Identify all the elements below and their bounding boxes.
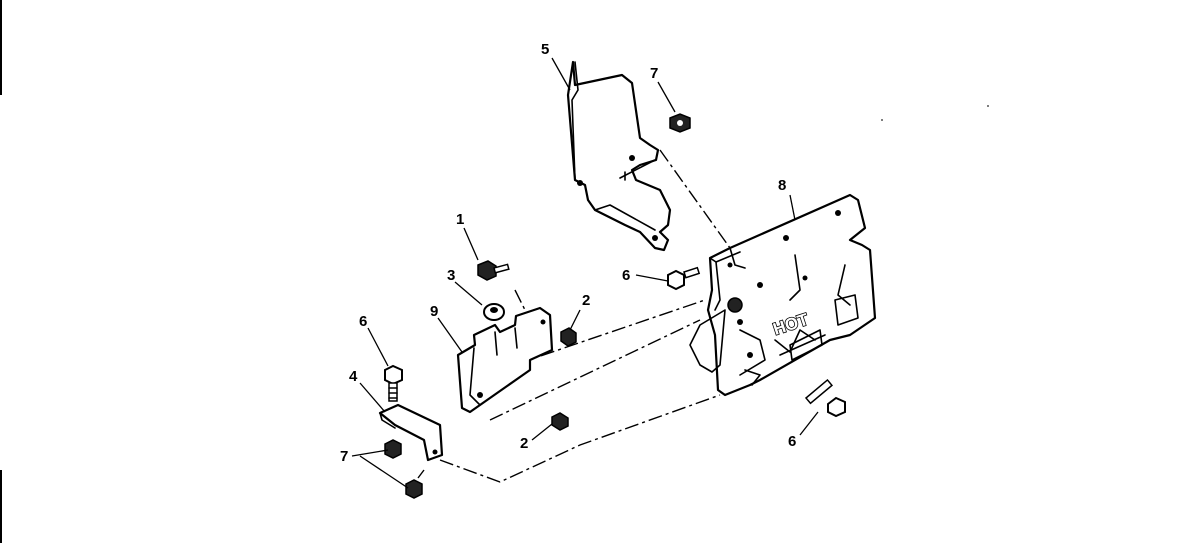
callout-5: 5 [541, 41, 549, 58]
middle-bracket-part-9 [456, 306, 554, 414]
nut-7-top [669, 113, 691, 133]
nut-2-upper [560, 327, 577, 347]
screw-1 [477, 260, 510, 281]
hardware [384, 113, 846, 499]
washer-on-panel [727, 297, 743, 313]
callout-6-right: 6 [788, 433, 796, 450]
upper-bracket-part-5 [566, 60, 672, 252]
callout-2-lower: 2 [520, 435, 528, 452]
callout-labels: 5 7 8 1 3 9 2 2 6 6 4 7 6 [340, 41, 796, 465]
spacer-3 [483, 303, 505, 321]
callout-7-top: 7 [650, 65, 658, 82]
small-bracket-part-4 [378, 403, 444, 462]
nut-2-lower [551, 412, 569, 431]
callout-2-upper: 2 [582, 292, 590, 309]
main-panel-part-8: HOT [689, 193, 877, 397]
left-border-top [0, 0, 2, 95]
scan-dot [881, 119, 883, 121]
nut-7-lower-a [384, 439, 402, 459]
callout-8: 8 [778, 177, 786, 194]
callout-4: 4 [349, 368, 358, 385]
left-border-bottom [0, 470, 2, 543]
callout-6-middle: 6 [622, 267, 630, 284]
scan-dot [987, 105, 989, 107]
assembly-lines [417, 149, 736, 483]
callout-9: 9 [430, 303, 438, 320]
callout-7-lower: 7 [340, 448, 348, 465]
nut-7-lower-b [405, 479, 423, 499]
leader-lines [351, 57, 819, 489]
bolt-6-right [804, 378, 846, 418]
callout-1: 1 [456, 211, 464, 228]
callout-6-left: 6 [359, 313, 367, 330]
callout-3: 3 [447, 267, 455, 284]
bolt-6-middle [667, 266, 701, 291]
bolt-6-left [384, 364, 403, 402]
